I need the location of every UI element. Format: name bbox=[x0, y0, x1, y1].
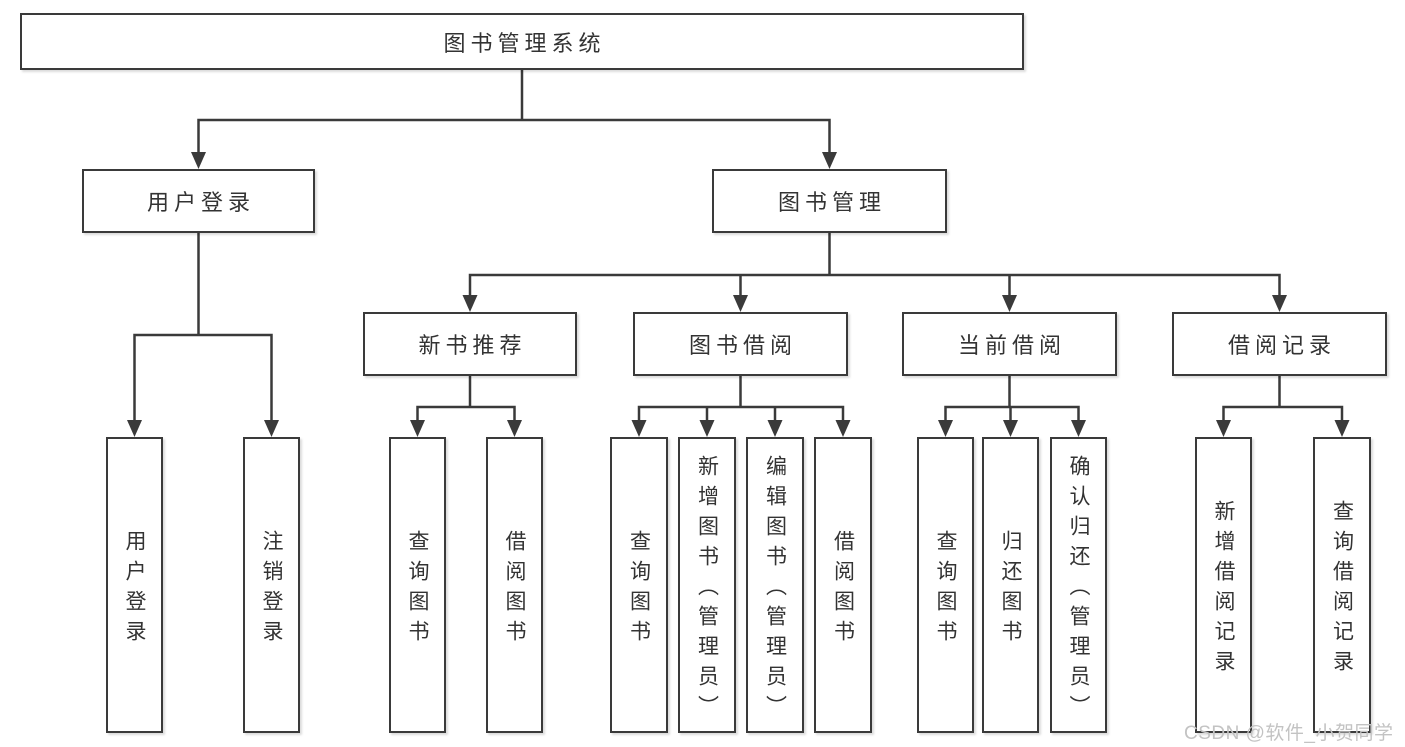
node-bb-borrow-book: 借阅图书 bbox=[814, 437, 872, 733]
node-nbr-query-book: 查询图书 bbox=[389, 437, 446, 733]
node-borrow-record: 借阅记录 bbox=[1172, 312, 1387, 376]
arrowhead-bb-borrow-book bbox=[835, 420, 851, 437]
node-book-borrow: 图书借阅 bbox=[633, 312, 848, 376]
node-label-nbr-query-book: 查询图书 bbox=[406, 529, 429, 650]
arrowhead-br-query-record bbox=[1334, 420, 1350, 437]
arrowhead-nbr-borrow-book bbox=[507, 420, 522, 437]
node-label-book-management: 图书管理 bbox=[777, 190, 886, 215]
edge-user-login bbox=[133, 231, 273, 426]
node-label-book-borrow: 图书借阅 bbox=[688, 333, 797, 358]
node-current-borrow: 当前借阅 bbox=[902, 312, 1117, 376]
node-label-root: 图书管理系统 bbox=[443, 30, 606, 56]
node-cb-confirm-return: 确认归还（管理员） bbox=[1050, 437, 1107, 733]
node-label-current-borrow: 当前借阅 bbox=[957, 333, 1066, 358]
arrowhead-bb-edit-book bbox=[767, 420, 783, 437]
arrowhead-cb-confirm-return bbox=[1071, 420, 1086, 437]
node-br-query-record: 查询借阅记录 bbox=[1313, 437, 1371, 733]
node-label-borrow-record: 借阅记录 bbox=[1227, 333, 1336, 358]
node-user-login: 用户登录 bbox=[82, 169, 315, 233]
node-label-bb-borrow-book: 借阅图书 bbox=[831, 529, 855, 650]
arrowhead-borrow-record bbox=[1272, 295, 1287, 312]
node-label-cb-query-book: 查询图书 bbox=[934, 529, 957, 650]
edge-new-book-recommend bbox=[416, 374, 516, 426]
node-cb-return-book: 归还图书 bbox=[982, 437, 1039, 733]
arrowhead-nbr-query-book bbox=[410, 420, 425, 437]
node-bb-query-book: 查询图书 bbox=[610, 437, 668, 733]
watermark: CSDN @软件_小贺同学 bbox=[1184, 723, 1394, 744]
node-logout-user: 注销登录 bbox=[243, 437, 300, 733]
arrowhead-login-user bbox=[127, 420, 142, 437]
node-bb-edit-book: 编辑图书（管理员） bbox=[746, 437, 804, 733]
node-bb-add-book: 新增图书（管理员） bbox=[678, 437, 736, 733]
node-label-br-query-record: 查询借阅记录 bbox=[1330, 499, 1354, 680]
node-label-nbr-borrow-book: 借阅图书 bbox=[503, 529, 526, 650]
node-nbr-borrow-book: 借阅图书 bbox=[486, 437, 543, 733]
edge-root bbox=[197, 68, 831, 158]
arrowhead-current-borrow bbox=[1002, 295, 1017, 312]
arrowhead-user-login bbox=[191, 152, 206, 169]
node-new-book-recommend: 新书推荐 bbox=[363, 312, 577, 376]
node-book-management: 图书管理 bbox=[712, 169, 947, 233]
node-label-bb-add-book: 新增图书（管理员） bbox=[695, 454, 719, 725]
node-label-bb-query-book: 查询图书 bbox=[627, 529, 651, 650]
arrowhead-cb-query-book bbox=[938, 420, 953, 437]
arrowhead-bb-add-book bbox=[699, 420, 715, 437]
edge-current-borrow bbox=[944, 374, 1080, 426]
edge-book-management bbox=[468, 231, 1281, 301]
arrowhead-br-add-record bbox=[1216, 420, 1231, 437]
node-label-cb-confirm-return: 确认归还（管理员） bbox=[1067, 454, 1090, 725]
node-label-br-add-record: 新增借阅记录 bbox=[1212, 499, 1235, 680]
node-label-logout-user: 注销登录 bbox=[260, 529, 283, 650]
node-cb-query-book: 查询图书 bbox=[917, 437, 974, 733]
node-root: 图书管理系统 bbox=[20, 13, 1024, 70]
node-label-login-user: 用户登录 bbox=[123, 529, 146, 650]
edge-book-borrow bbox=[637, 374, 845, 426]
arrowhead-book-management bbox=[822, 152, 837, 169]
node-login-user: 用户登录 bbox=[106, 437, 163, 733]
edge-borrow-record bbox=[1222, 374, 1344, 426]
node-label-new-book-recommend: 新书推荐 bbox=[418, 333, 527, 358]
node-label-bb-edit-book: 编辑图书（管理员） bbox=[763, 454, 787, 725]
arrowhead-book-borrow bbox=[733, 295, 748, 312]
node-label-user-login: 用户登录 bbox=[146, 190, 255, 215]
node-br-add-record: 新增借阅记录 bbox=[1195, 437, 1252, 733]
node-label-cb-return-book: 归还图书 bbox=[999, 529, 1022, 650]
arrowhead-new-book-recommend bbox=[462, 295, 478, 312]
arrowhead-logout-user bbox=[264, 420, 279, 437]
arrowhead-cb-return-book bbox=[1003, 420, 1018, 437]
arrowhead-bb-query-book bbox=[631, 420, 647, 437]
